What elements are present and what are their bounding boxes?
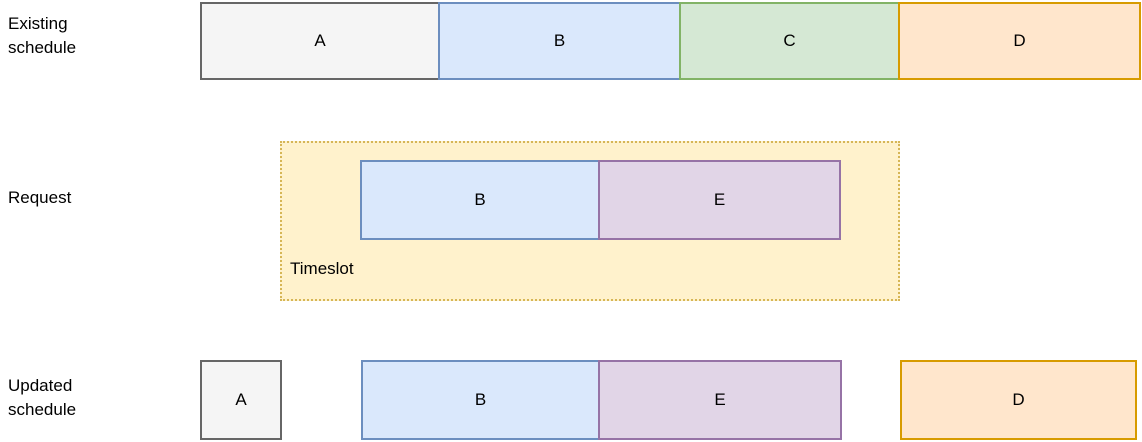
request-block-e: E [598,160,841,240]
existing-block-c: C [679,2,900,80]
existing-block-b: B [438,2,681,80]
block-label: A [314,31,326,50]
request-label: Request [8,188,72,207]
block-label: A [235,390,247,409]
block-label: D [1012,390,1025,409]
block-label: E [713,190,726,209]
block-label: B [474,390,487,409]
updated-block-e: E [598,360,842,440]
request-block-b: B [360,160,600,240]
updated-block-a: A [200,360,282,440]
block-label: D [1013,31,1026,50]
block-label: C [783,31,796,50]
block-label: B [553,31,566,50]
updated-block-d: D [900,360,1137,440]
updated-block-b: B [361,360,600,440]
updated-schedule-label: Updated schedule [8,376,77,419]
block-label: E [714,390,726,409]
existing-block-d: D [898,2,1141,80]
existing-schedule-label: Existing schedule [8,14,77,57]
existing-block-a: A [200,2,440,80]
timeslot-label: Timeslot [290,259,354,278]
block-label: B [474,190,486,209]
